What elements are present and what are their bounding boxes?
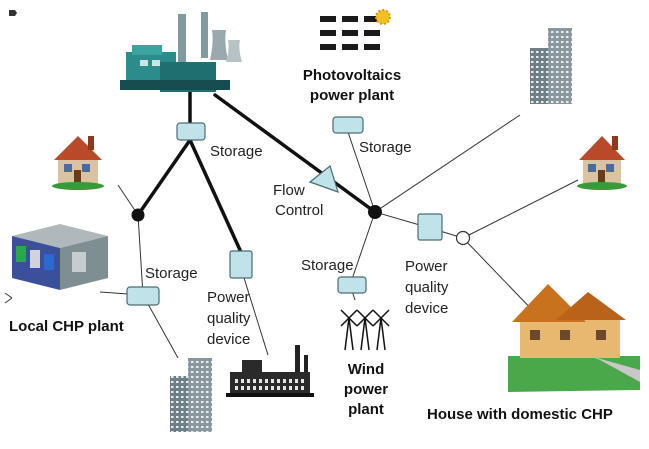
label-wind-line2: power xyxy=(344,381,388,398)
power-quality-box-right xyxy=(417,213,443,241)
label-power-quality-right-line2: quality xyxy=(405,279,449,296)
label-power-quality-right-line1: Power xyxy=(405,258,448,275)
factory-icon xyxy=(226,345,314,397)
line-left-edge-stub xyxy=(4,292,13,299)
house-icon xyxy=(577,136,627,190)
label-local-chp: Local CHP plant xyxy=(9,318,124,335)
label-photovoltaics-line2: power plant xyxy=(310,87,394,104)
bus-storage-pq xyxy=(188,138,242,252)
junction-node-center xyxy=(368,205,382,219)
line-junction-large-house xyxy=(462,237,541,319)
label-wind: Wind power plant xyxy=(344,361,388,418)
label-power-quality-right-line3: device xyxy=(405,300,448,317)
label-flow-control-line1: Flow xyxy=(273,182,305,199)
flow-control-triangle xyxy=(308,164,339,193)
storage-box-top xyxy=(176,122,206,141)
line-pv-node xyxy=(347,131,376,213)
line-node-storage-left xyxy=(137,214,144,296)
label-storage-pv: Storage xyxy=(359,139,412,156)
house-icon xyxy=(52,136,104,190)
line-node-wind-storage xyxy=(349,211,376,286)
thick-lines xyxy=(136,86,377,252)
apartment-building-icon xyxy=(530,28,572,104)
line-node-apartment-right xyxy=(374,114,521,213)
junction-node-open xyxy=(455,230,471,246)
label-power-quality-right: Power quality device xyxy=(405,258,449,317)
label-power-quality-left-line3: device xyxy=(207,331,250,348)
wind-turbine-icon xyxy=(340,309,390,351)
label-storage-top: Storage xyxy=(210,143,263,160)
label-flow-control-line2: Control xyxy=(275,202,323,219)
label-photovoltaics: Photovoltaics power plant xyxy=(303,67,401,104)
solar-panel-icon xyxy=(320,9,391,50)
bus-storage-left-node xyxy=(136,138,192,217)
container-chp-icon xyxy=(12,224,108,290)
storage-box-left xyxy=(126,286,160,306)
label-wind-line1: Wind xyxy=(348,361,385,378)
power-quality-box-left xyxy=(229,250,253,279)
line-pq-factory xyxy=(239,264,269,356)
junction-node-left xyxy=(131,208,145,222)
label-storage-left: Storage xyxy=(145,265,198,282)
label-power-quality-left-line1: Power xyxy=(207,289,250,306)
apartment-building-icon xyxy=(170,358,212,432)
label-power-quality-left: Power quality device xyxy=(207,289,251,348)
corner-mark-icon xyxy=(9,10,17,16)
label-photovoltaics-line1: Photovoltaics xyxy=(303,67,401,84)
label-wind-line3: plant xyxy=(348,401,384,418)
large-house-icon xyxy=(508,284,640,392)
power-station-icon xyxy=(120,12,242,92)
storage-box-pv xyxy=(332,116,364,134)
label-power-quality-left-line2: quality xyxy=(207,310,251,327)
line-left-edge-stub-b xyxy=(4,297,13,304)
label-storage-wind: Storage xyxy=(301,257,354,274)
line-junction-house-right xyxy=(462,179,579,239)
storage-box-wind xyxy=(337,276,367,294)
label-flow-control: Flow Control xyxy=(273,182,323,219)
label-house-chp: House with domestic CHP xyxy=(427,406,613,423)
bus-plant-right-node xyxy=(213,93,377,214)
